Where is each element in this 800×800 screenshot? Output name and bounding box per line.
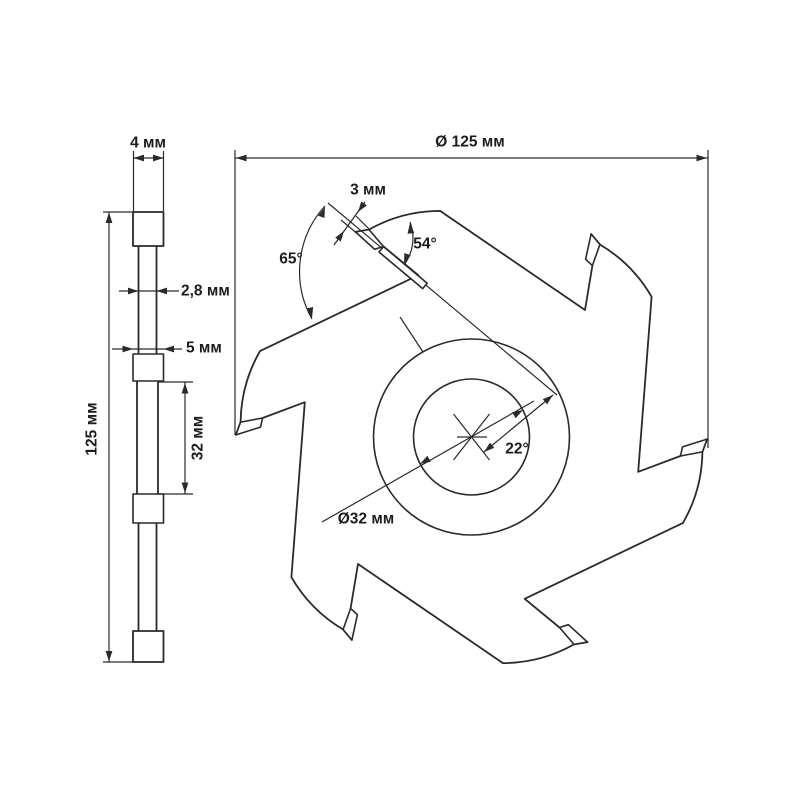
dim-clearance-angle-label: 65°: [279, 251, 302, 268]
hub-section-hatched: [132, 353, 165, 382]
dim-tooth-angle-label: 54°: [413, 236, 436, 253]
arrowhead: [542, 395, 553, 405]
arrowhead: [236, 154, 247, 162]
arrowhead: [404, 252, 411, 264]
cutter-outline: [235, 210, 708, 664]
arrowhead: [181, 482, 189, 493]
arrowhead: [318, 207, 325, 219]
arrowhead: [128, 287, 139, 295]
dim-tooth-width-label: 4 мм: [130, 135, 166, 152]
arrowhead: [181, 383, 189, 394]
hub-section-hatched: [132, 493, 165, 524]
dim-hub-width-label: 5 мм: [186, 340, 222, 357]
front-view: [234, 150, 709, 664]
ext-line: [340, 219, 357, 233]
dim-plate-thickness-label: 2,8 мм: [181, 283, 230, 300]
bottom-tooth-section: [132, 630, 165, 663]
carbide-insert: [558, 623, 589, 646]
bore-circle: [412, 378, 531, 496]
insert-seat: [378, 245, 429, 290]
arrowhead: [153, 154, 164, 162]
dim-side-diameter-label: 125 мм: [84, 402, 101, 455]
dim-rake-angle-label: 22°: [505, 441, 528, 458]
dim-tip-thickness-label: 3 мм: [350, 182, 386, 199]
dim-bore-span-label: 32 мм: [190, 416, 207, 460]
arrowhead: [335, 231, 344, 242]
arrowhead: [306, 307, 314, 318]
carbide-insert: [679, 438, 708, 457]
dimension-arrowheads: [105, 154, 707, 662]
side-view: [103, 151, 193, 663]
arrowhead: [420, 455, 431, 464]
hub-circle: [372, 338, 571, 536]
arrowhead: [105, 212, 113, 223]
leader-line: [399, 316, 424, 353]
dim-bore-diameter-label: Ø32 мм: [338, 511, 395, 528]
arrowhead: [163, 345, 174, 353]
arrowhead: [105, 651, 113, 662]
carbide-insert: [584, 233, 601, 267]
carbide-insert: [342, 607, 359, 641]
ext-line: [355, 215, 370, 230]
arc-clearance-angle: [298, 205, 326, 320]
dim-outer-diameter-label: Ø 125 мм: [435, 134, 504, 151]
arrowhead: [484, 442, 495, 452]
top-tooth-section: [132, 211, 165, 247]
carbide-insert: [235, 417, 264, 436]
arrowhead: [407, 223, 415, 234]
arc-tooth-angle: [403, 221, 414, 266]
arrowhead: [512, 410, 523, 419]
arrowhead: [696, 154, 707, 162]
dim-line-rake-angle: [483, 394, 554, 453]
face-construction-line: [327, 202, 558, 396]
arrowhead: [358, 201, 367, 212]
arrowhead: [122, 345, 133, 353]
arrowhead: [156, 287, 167, 295]
arrowhead: [133, 154, 144, 162]
labels: 4 мм 2,8 мм 5 мм 32 мм 125 мм Ø 125 мм 3…: [84, 134, 529, 528]
